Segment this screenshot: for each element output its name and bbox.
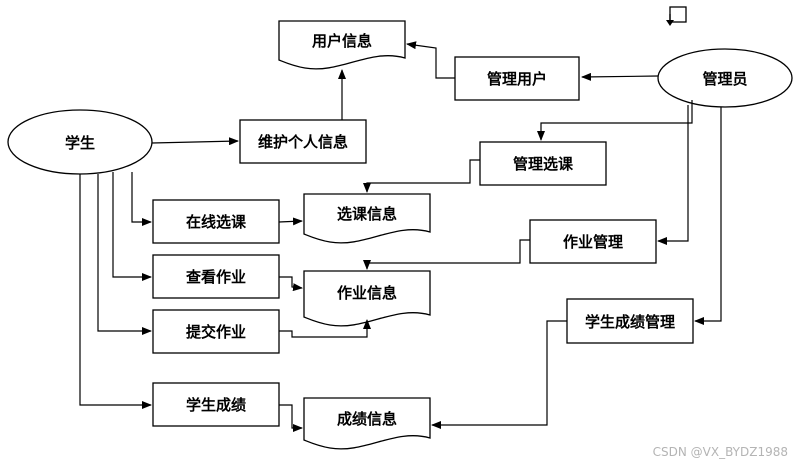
process-online-select: 在线选课	[152, 199, 280, 244]
process-maintain-info-label: 维护个人信息	[258, 133, 348, 151]
flow-studentgrades-gradeinfo	[279, 404, 303, 432]
flow-student-studentgrades	[79, 174, 152, 409]
process-grade-manage: 学生成绩管理	[566, 298, 694, 344]
store-course-info-label: 选课信息	[337, 205, 397, 223]
process-maintain-info: 维护个人信息	[239, 119, 367, 164]
flow-student-onlineselect	[131, 172, 152, 226]
actor-student-label: 学生	[65, 134, 95, 152]
actor-admin-label: 管理员	[702, 70, 747, 88]
flow-admin-manageusers	[581, 72, 659, 81]
actor-student: 学生	[7, 109, 153, 175]
process-grade-manage-label: 学生成绩管理	[585, 313, 675, 331]
flow-student-maintain	[151, 137, 239, 146]
flow-admin-homeworkmanage	[657, 105, 689, 245]
store-homework-info: 作业信息	[303, 270, 431, 327]
flow-submithomework-homeworkinfo	[279, 319, 371, 338]
process-manage-users-label: 管理用户	[487, 70, 547, 88]
flow-lines	[79, 41, 722, 432]
process-homework-manage-label: 作业管理	[563, 233, 623, 251]
process-student-grades-label: 学生成绩	[186, 396, 246, 414]
flow-admin-grademanage	[694, 107, 722, 325]
flow-admin-managecourses	[537, 100, 693, 141]
flow-viewhomework-homeworkinfo	[279, 276, 303, 292]
process-view-homework: 查看作业	[152, 254, 280, 299]
process-online-select-label: 在线选课	[186, 213, 247, 231]
process-manage-users: 管理用户	[454, 56, 580, 101]
flow-student-submithomework	[97, 174, 152, 335]
process-homework-manage: 作业管理	[529, 219, 657, 264]
flow-managecourses-courseinfo	[363, 159, 480, 193]
flow-onlineselect-courseinfo	[278, 217, 303, 226]
process-submit-homework-label: 提交作业	[186, 323, 246, 341]
flow-grademanage-gradeinfo	[431, 320, 567, 429]
flow-homeworkmanage-homeworkinfo	[363, 239, 530, 270]
process-manage-courses-label: 管理选课	[513, 155, 574, 173]
store-course-info: 选课信息	[303, 193, 431, 244]
process-manage-courses: 管理选课	[479, 141, 607, 186]
actor-admin: 管理员	[657, 48, 793, 108]
flow-manageusers-userinfo	[406, 41, 455, 79]
watermark-text: CSDN @VX_BYDZ1988	[653, 445, 788, 459]
store-user-info: 用户信息	[278, 20, 406, 70]
store-user-info-label: 用户信息	[312, 32, 372, 50]
process-view-homework-label: 查看作业	[186, 268, 246, 286]
store-grade-info-label: 成绩信息	[337, 410, 397, 428]
flow-student-viewhomework	[112, 172, 152, 281]
corner-glyph-icon	[666, 6, 687, 26]
store-grade-info: 成绩信息	[303, 397, 431, 450]
store-homework-info-label: 作业信息	[337, 284, 397, 302]
process-student-grades: 学生成绩	[152, 382, 280, 427]
process-submit-homework: 提交作业	[152, 309, 280, 354]
